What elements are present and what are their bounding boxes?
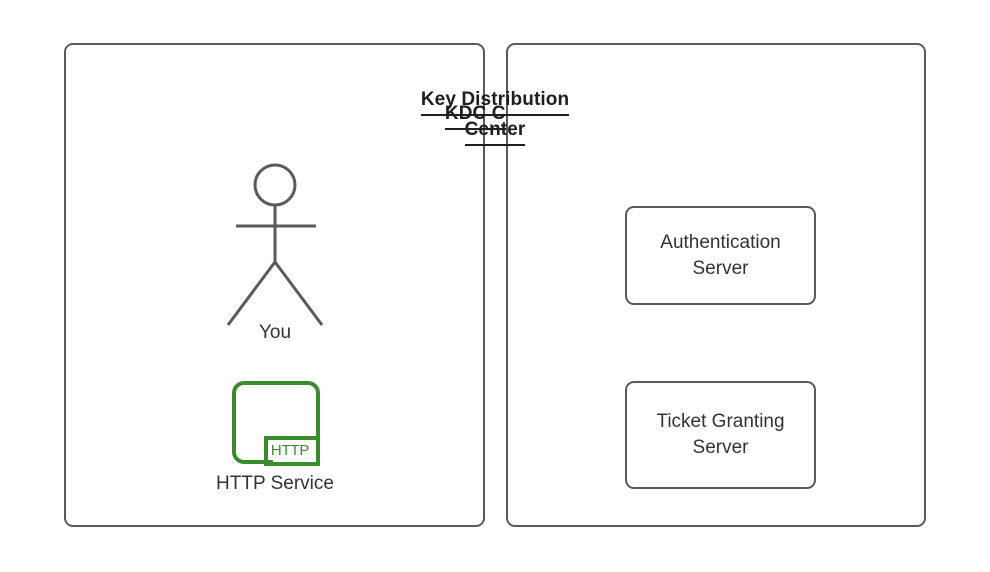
panel-key-distribution-center-title: Key Distribution Center	[0, 86, 990, 146]
stick-figure-head	[253, 163, 297, 207]
node-ticket-granting-server-label-line-1: Ticket Granting	[656, 411, 785, 432]
node-authentication-server: Authentication Server	[625, 206, 816, 305]
node-authentication-server-label: Authentication Server	[660, 230, 780, 282]
node-ticket-granting-server-label: Ticket Granting Server	[656, 409, 784, 461]
node-authentication-server-label-line-2: Server	[692, 257, 749, 279]
panel-kdc-title-line-1: Key Distribution	[420, 86, 570, 116]
node-authentication-server-label-line-1: Authentication	[660, 231, 781, 253]
actor-label-you: You	[258, 322, 292, 343]
http-service-icon-badge-label: HTTP	[270, 442, 310, 459]
stick-figure-actor-icon	[205, 155, 345, 335]
node-ticket-granting-server: Ticket Granting Server	[625, 381, 816, 489]
panel-kdc-title-line-2: Center	[464, 116, 526, 146]
node-ticket-granting-server-label-line-2: Server	[692, 437, 749, 458]
panel-kdc-client	[64, 43, 485, 527]
node-label-http-service: HTTP Service	[216, 473, 334, 494]
stick-figure-right-leg	[273, 261, 324, 326]
http-service-icon	[228, 377, 324, 469]
http-service-icon-frame	[232, 381, 320, 464]
stick-figure-left-leg	[226, 261, 277, 326]
http-service-icon-badge-box	[264, 436, 320, 466]
